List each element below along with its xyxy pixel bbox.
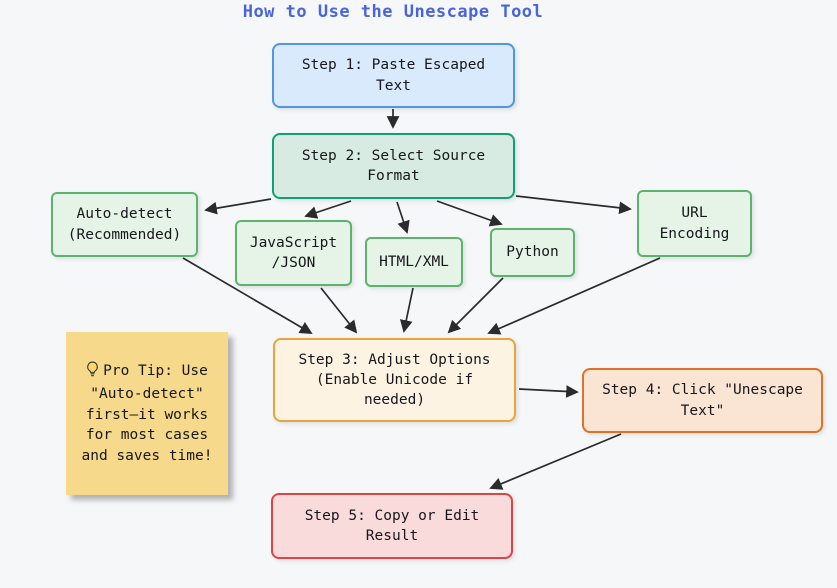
arrow-step3-step4 xyxy=(518,385,579,398)
step4-node: Step 4: Click "Unescape Text" xyxy=(582,368,823,433)
format-python-node: Python xyxy=(490,228,575,277)
lightbulb-icon xyxy=(86,361,99,385)
format-html-xml-label: HTML/XML xyxy=(379,253,449,270)
arrow-python-step3 xyxy=(447,277,504,334)
arrow-jsjson-step3 xyxy=(320,287,358,334)
arrow-step2-autodetect xyxy=(204,198,272,215)
arrow-urlencoding-step3 xyxy=(487,257,661,335)
arrow-step2-python xyxy=(436,200,503,227)
pro-tip-text: Pro Tip: Use "Auto-detect" first—it work… xyxy=(81,362,213,464)
step2-label: Step 2: Select Source Format xyxy=(301,147,486,184)
format-url-encoding-label: URL Encoding xyxy=(659,205,730,242)
pro-tip-note: Pro Tip: Use "Auto-detect" first—it work… xyxy=(66,332,228,495)
arrow-step2-jsjson xyxy=(304,200,352,219)
step3-node: Step 3: Adjust Options (Enable Unicode i… xyxy=(273,338,516,422)
step5-label: Step 5: Copy or Edit Result xyxy=(304,507,480,544)
arrow-step2-urlencoding xyxy=(515,195,632,215)
arrow-htmlxml-step3 xyxy=(399,287,414,333)
diagram-title: How to Use the Unescape Tool xyxy=(242,2,544,22)
step3-label: Step 3: Adjust Options (Enable Unicode i… xyxy=(298,351,491,409)
step2-node: Step 2: Select Source Format xyxy=(272,133,515,199)
format-autodetect-node: Auto-detect (Recommended) xyxy=(51,192,198,257)
step4-label: Step 4: Click "Unescape Text" xyxy=(602,382,803,419)
format-html-xml-node: HTML/XML xyxy=(365,237,463,287)
format-autodetect-label: Auto-detect (Recommended) xyxy=(67,206,182,243)
format-url-encoding-node: URL Encoding xyxy=(637,190,752,257)
step1-node: Step 1: Paste Escaped Text xyxy=(272,43,515,108)
format-javascript-json-label: JavaScript /JSON xyxy=(249,234,338,271)
step5-node: Step 5: Copy or Edit Result xyxy=(271,493,513,559)
arrow-step4-step5 xyxy=(489,433,622,490)
step1-label: Step 1: Paste Escaped Text xyxy=(301,57,486,94)
format-javascript-json-node: JavaScript /JSON xyxy=(235,220,352,286)
arrow-autodetect-step3 xyxy=(182,257,313,334)
format-python-label: Python xyxy=(506,244,559,261)
arrow-step2-htmlxml xyxy=(396,201,410,234)
